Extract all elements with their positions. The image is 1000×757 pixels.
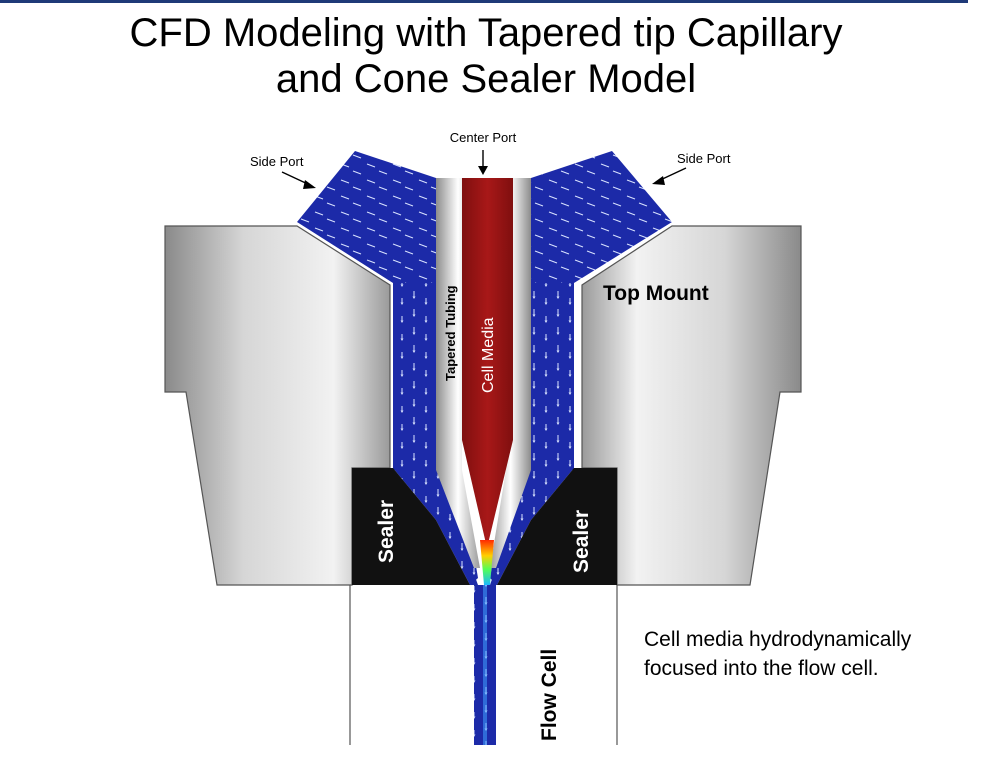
- side-port-right-label: Side Port: [677, 151, 731, 166]
- header-rule: [0, 0, 968, 3]
- caption-line-1: Cell media hydrodynamically: [644, 628, 912, 651]
- focused-stream: [483, 585, 487, 745]
- cell-media-core: [462, 178, 513, 548]
- title-line-2: and Cone Sealer Model: [275, 57, 697, 101]
- slide-title: CFD Modeling with Tapered tip Capillary …: [0, 10, 972, 102]
- top-mount: [164, 225, 802, 586]
- sealer-right: [497, 468, 617, 585]
- side-port-right-arrow: [652, 167, 687, 185]
- sealer-left-label: Sealer: [375, 500, 398, 563]
- caption-line-2: focused into the flow cell.: [644, 657, 879, 680]
- focused-jet: [480, 540, 494, 585]
- sealer-left: [352, 468, 470, 585]
- side-port-left-label: Side Port: [250, 154, 304, 169]
- flow-cell: [349, 585, 618, 745]
- top-mount-label: Top Mount: [603, 282, 709, 305]
- center-port-arrow: [478, 150, 488, 175]
- center-port-label: Center Port: [450, 130, 517, 145]
- sheath-flow-region: [297, 151, 672, 585]
- side-port-left-arrow: [281, 171, 316, 189]
- cell-media-label: Cell Media: [480, 317, 497, 393]
- flow-cell-label: Flow Cell: [538, 649, 561, 741]
- tapered-tubing-label: Tapered Tubing: [443, 285, 458, 381]
- title-line-1: CFD Modeling with Tapered tip Capillary: [129, 11, 843, 55]
- sealer-right-label: Sealer: [570, 510, 593, 573]
- caption: Cell media hydrodynamically focused into…: [644, 625, 984, 683]
